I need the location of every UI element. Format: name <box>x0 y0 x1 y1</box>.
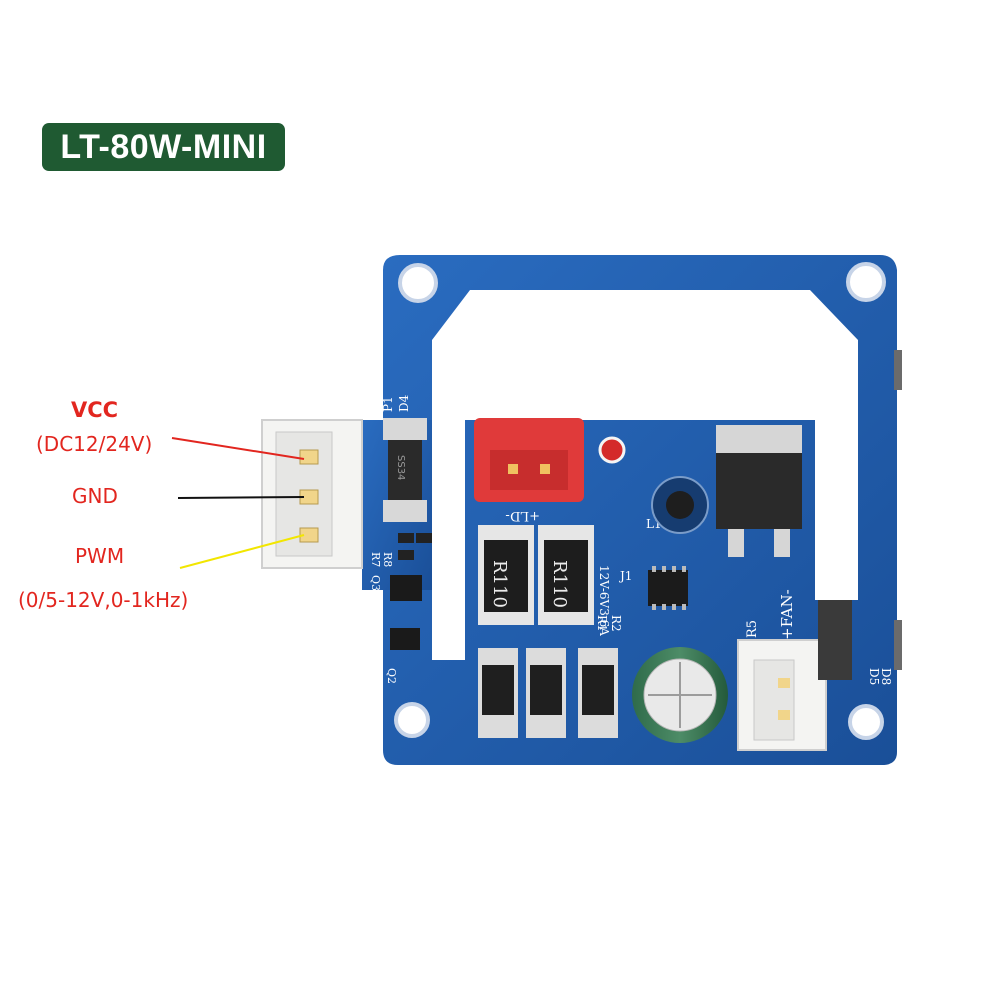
silk-r110-a: R110 <box>489 560 510 608</box>
silk-p1: P1 <box>381 396 395 412</box>
ld-connector <box>474 418 584 502</box>
silk-ld: +LD- <box>505 508 540 523</box>
diodes-bottom-row <box>478 648 618 738</box>
diode-ss34: SS34 <box>383 418 427 522</box>
silk-d5: D5 <box>867 668 881 685</box>
silk-r1: R1 <box>595 615 609 632</box>
vcc-wire <box>171 437 305 460</box>
vcc-label: VCC <box>71 398 119 422</box>
driver-ic <box>648 566 688 610</box>
silk-r110-b: R110 <box>549 560 570 608</box>
silk-ss34: SS34 <box>395 455 406 480</box>
pwm-range-label: (0/5-12V,0-1kHz) <box>18 588 189 612</box>
fan-connector <box>737 639 827 751</box>
gnd-wire <box>177 496 305 499</box>
silk-q3: Q3 <box>369 575 382 591</box>
pwm-wire <box>179 534 305 569</box>
silk-j1: J1 <box>618 569 632 583</box>
silk-r7: R7 <box>369 552 382 567</box>
vcc-voltage-label: (DC12/24V) <box>36 432 153 456</box>
mosfet <box>716 425 802 557</box>
electrolytic-capacitor <box>632 647 728 743</box>
gnd-label: GND <box>72 484 118 508</box>
diode-right <box>818 600 852 680</box>
silk-rating: 12V-6V3.6A <box>597 565 611 636</box>
indicator-led <box>598 436 626 464</box>
silk-fan: +FAN- <box>778 589 796 640</box>
model-badge: LT-80W-MINI <box>42 123 285 171</box>
silk-d4: D4 <box>397 394 411 412</box>
shunt-resistors <box>478 525 594 625</box>
silk-r5: R5 <box>745 620 760 638</box>
silk-r2: R2 <box>609 615 623 632</box>
smd-components-left <box>390 533 432 650</box>
silk-q2: Q2 <box>385 668 398 684</box>
pwm-label: PWM <box>75 544 125 568</box>
input-connector <box>261 419 363 569</box>
silk-d8: D8 <box>879 668 893 685</box>
silk-r8: R8 <box>381 552 394 567</box>
